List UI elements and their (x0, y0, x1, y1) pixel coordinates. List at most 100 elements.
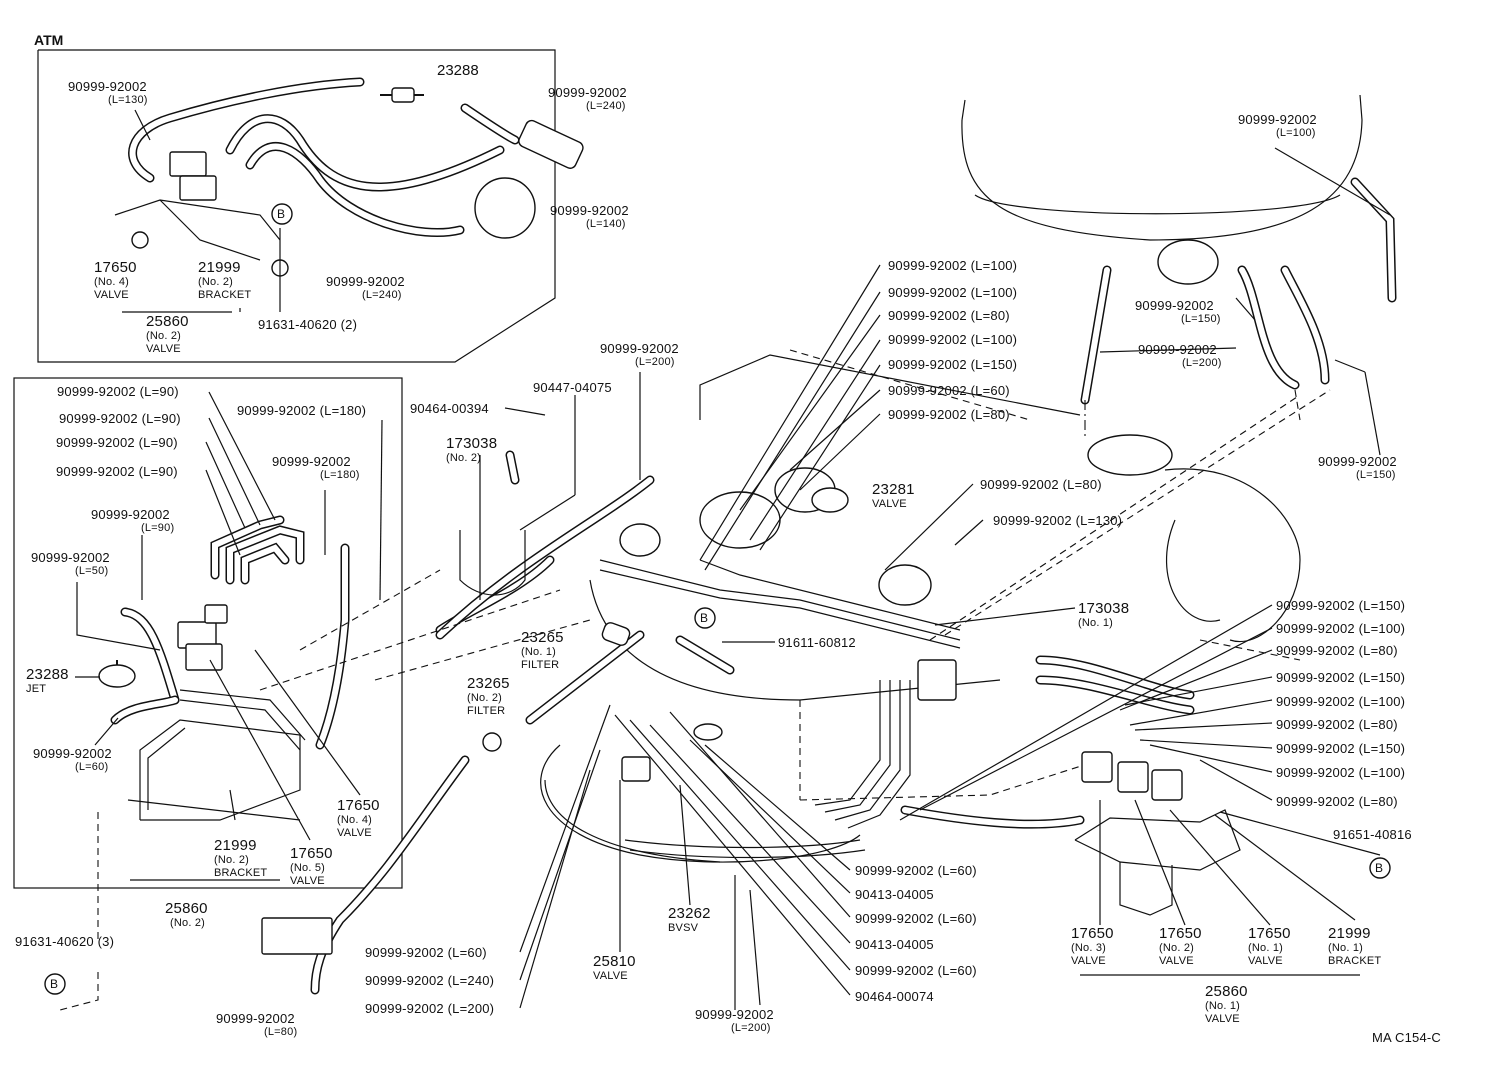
b-hose-240: 90999-92002 (L=240) (365, 973, 495, 988)
part-length: (L=200) (1182, 357, 1222, 369)
atm-hose-130: 90999-92002 (L=130) (68, 80, 148, 106)
atm-valve-17650: 17650 (No. 4) VALVE (94, 260, 137, 301)
part-number: 21999 (214, 837, 257, 854)
part-length: (L=200) (731, 1022, 771, 1034)
part-number: 90999-92002 (600, 341, 679, 356)
l-hose-90d: 90999-92002 (L=90) (56, 464, 178, 479)
part-number: 90999-92002 (216, 1011, 295, 1026)
b-clamp-04005b: 90413-04005 (855, 937, 934, 952)
part-sub: (No. 1) (1248, 942, 1284, 954)
part-length: (L=180) (320, 469, 360, 481)
part-type: VALVE (1159, 955, 1194, 967)
atm-bolt: 91631-40620 (2) (258, 317, 358, 332)
part-sub: (No. 2) (170, 917, 206, 929)
l-hose-50: 90999-92002 (L=50) (31, 551, 110, 577)
engine-art (261, 94, 1397, 995)
valve-no2: 17650 (No. 2) VALVE (1159, 926, 1202, 967)
part-type: VALVE (872, 498, 907, 510)
part-type: BRACKET (214, 867, 268, 879)
atm-jet-23288: 23288 (437, 62, 479, 79)
part-number: 90999-92002 (326, 274, 405, 289)
m-hose-80b: 90999-92002 (L=80) (888, 407, 1010, 422)
l-valve-no5: 17650 (No. 5) VALVE (290, 846, 333, 887)
atm-hose-240a: 90999-92002 (L=240) (548, 86, 627, 112)
b-clip-00074: 90464-00074 (855, 989, 934, 1004)
part-length: (L=90) (141, 522, 175, 534)
part-length: (L=200) (635, 356, 675, 368)
bolt-40620-3: 91631-40620 (3) (15, 934, 115, 949)
vsv-no1: 173038 (No. 1) (1078, 601, 1129, 629)
hose-80-bottom: 90999-92002 (L=80) (216, 1012, 297, 1038)
clip-04075: 90447-04075 (533, 380, 612, 395)
part-type: VALVE (593, 970, 628, 982)
part-number: 17650 (94, 259, 137, 276)
part-number: 25860 (165, 900, 208, 917)
part-type: VALVE (94, 289, 129, 301)
part-type: BRACKET (1328, 955, 1382, 967)
part-sub: (No. 1) (1078, 617, 1114, 629)
l-hose-90c: 90999-92002 (L=90) (56, 435, 178, 450)
m-hose-100c: 90999-92002 (L=100) (888, 332, 1018, 347)
hose-130-mid: 90999-92002 (L=130) (993, 513, 1123, 528)
part-type: BRACKET (198, 289, 252, 301)
part-sub: (No. 2) (446, 452, 482, 464)
part-sub: (No. 2) (198, 276, 234, 288)
part-number: 90999-92002 (91, 507, 170, 522)
ref-b-60812: B (700, 611, 709, 625)
part-sub: (No. 1) (1328, 942, 1364, 954)
hose-80-mid: 90999-92002 (L=80) (980, 477, 1102, 492)
b-hose-60a: 90999-92002 (L=60) (855, 863, 977, 878)
bolt-40816: 91651-40816 (1333, 827, 1412, 842)
part-number: 17650 (290, 845, 333, 862)
ref-circles (44, 203, 1391, 995)
part-length: (L=240) (586, 100, 626, 112)
part-number: 17650 (1159, 925, 1202, 942)
l-jet-23288: 23288 JET (26, 667, 69, 695)
atm-bracket-21999: 21999 (No. 2) BRACKET (198, 260, 251, 301)
part-type: VALVE (337, 827, 372, 839)
part-sub: (No. 3) (1071, 942, 1107, 954)
part-sub: (No. 2) (214, 854, 250, 866)
hose-200-bottom: 90999-92002 (L=200) (695, 1008, 774, 1034)
part-number: 25860 (146, 313, 189, 330)
atm-hose-140: 90999-92002 (L=140) (550, 204, 629, 230)
part-number: 23265 (521, 629, 564, 646)
ref-b-40816: B (1375, 861, 1384, 875)
l-hose-90b: 90999-92002 (L=90) (59, 411, 181, 426)
part-sub: (No. 2) (1159, 942, 1195, 954)
part-type: VALVE (290, 875, 325, 887)
r-hose-80b: 90999-92002 (L=80) (1276, 717, 1398, 732)
r-hose-100a: 90999-92002 (L=100) (1276, 621, 1406, 636)
part-sub: (No. 2) (467, 692, 503, 704)
r-hose-150c: 90999-92002 (L=150) (1276, 741, 1406, 756)
b-hose-60c: 90999-92002 (L=60) (855, 963, 977, 978)
part-sub: (No. 4) (94, 276, 130, 288)
part-length: (L=150) (1181, 313, 1221, 325)
part-type: VALVE (1071, 955, 1106, 967)
valve-no1: 17650 (No. 1) VALVE (1248, 926, 1291, 967)
bvsv-23262: 23262 BVSV (668, 906, 711, 934)
m-hose-150a: 90999-92002 (L=150) (888, 357, 1018, 372)
bracket-no1: 21999 (No. 1) BRACKET (1328, 926, 1381, 967)
part-number: 17650 (1248, 925, 1291, 942)
atm-inset-frame (37, 49, 556, 363)
part-number: 90999-92002 (1238, 112, 1317, 127)
m-hose-80a: 90999-92002 (L=80) (888, 308, 1010, 323)
part-number: 23281 (872, 481, 915, 498)
part-number: 173038 (1078, 600, 1130, 617)
ac-hose-150a: 90999-92002 (L=150) (1135, 299, 1221, 325)
part-number: 17650 (1071, 925, 1114, 942)
part-type: VALVE (1248, 955, 1283, 967)
part-length: (L=80) (264, 1026, 298, 1038)
leader-lines (59, 147, 1391, 1011)
valve-23281: 23281 VALVE (872, 482, 915, 510)
left-inset-art (98, 515, 350, 821)
l-hose-60: 90999-92002 (L=60) (33, 747, 112, 773)
m-hose-100b: 90999-92002 (L=100) (888, 285, 1018, 300)
part-type: BVSV (668, 922, 699, 934)
bolt-60812: 91611-60812 (778, 635, 856, 650)
atm-ref-b: B (277, 207, 286, 221)
part-number: 23265 (467, 675, 510, 692)
part-number: 23262 (668, 905, 711, 922)
